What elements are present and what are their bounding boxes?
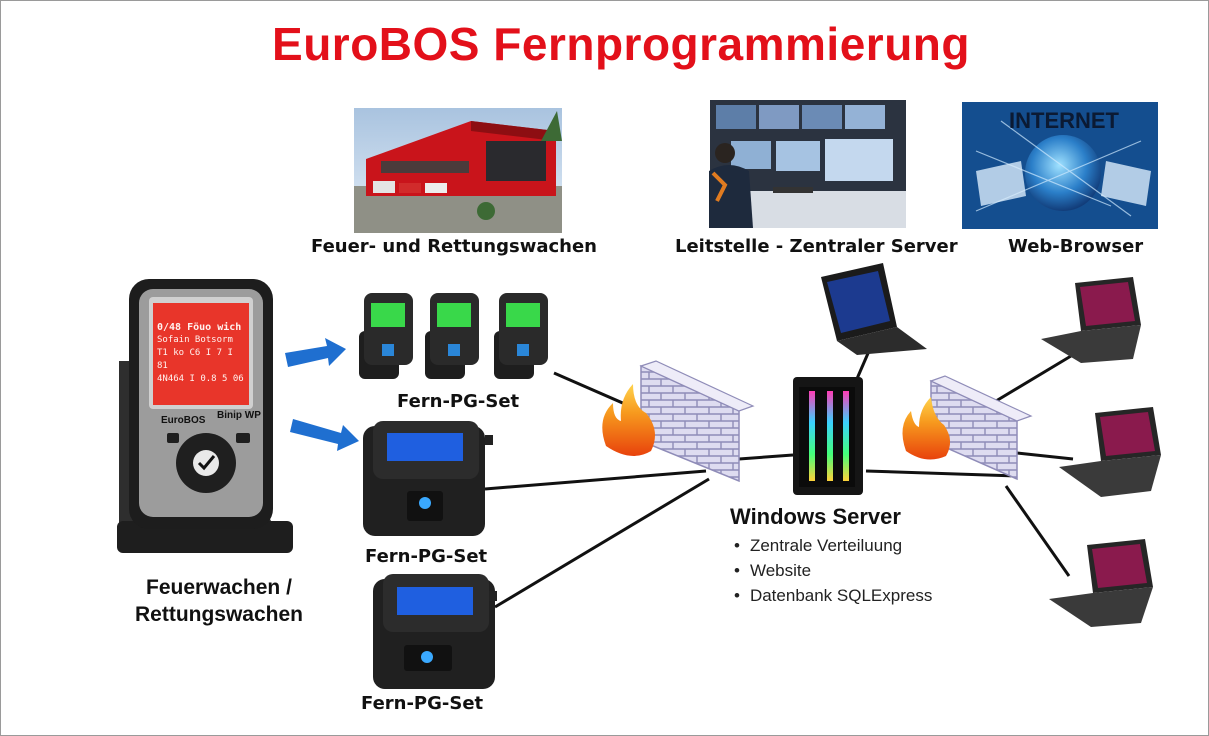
caption-pg-set-2: Fern-PG-Set: [365, 546, 488, 567]
control-room-photo: [709, 100, 906, 228]
diagram-title: EuroBOS Fernprogrammierung: [272, 18, 970, 70]
handheld-device: [129, 279, 273, 529]
handheld-label: Feuerwachen / Rettungswachen: [119, 574, 319, 628]
caption-pg-set-1: Fern-PG-Set: [397, 391, 520, 412]
screen-line: Sofain Botsorm: [157, 335, 233, 345]
server-feature: Website: [734, 558, 932, 583]
pg-device-2: [425, 293, 479, 379]
small-pg-sets: [359, 293, 548, 379]
internet-banner: INTERNET: [1009, 108, 1119, 133]
handheld-label-line1: Feuerwachen /: [146, 576, 292, 599]
caption-pg-set-3: Fern-PG-Set: [361, 693, 484, 714]
link-firewall2-laptop2: [1016, 451, 1074, 461]
fire-station-photo: [354, 108, 562, 233]
network-links: [484, 350, 1074, 609]
arrow-to-pgsets: [285, 338, 346, 367]
link-firewall2-laptop3: [1004, 485, 1071, 577]
firewall-2: [902, 375, 1033, 481]
caption-fire-stations: Feuer- und Rettungswachen: [311, 236, 597, 257]
link-firewall2-laptop1: [990, 354, 1072, 406]
link-firewall-server: [738, 453, 794, 461]
arrow-to-pgset2: [290, 419, 359, 451]
screen-line: 4N464 I 0.8 5 06: [157, 374, 244, 384]
flame-icon: [602, 384, 655, 456]
link-server-laptop: [854, 350, 871, 382]
server-feature: Datenbank SQLExpress: [734, 583, 932, 608]
client-laptop-2: [1059, 407, 1161, 497]
pg-set-desk-device-3: [373, 574, 497, 689]
client-laptop-1: [1041, 277, 1141, 363]
firewall-1: [602, 360, 755, 483]
handheld-model: Binip WP: [217, 410, 261, 421]
link-server-firewall2: [865, 469, 1018, 478]
server-tower: [793, 377, 863, 495]
pg-device-3: [494, 293, 548, 379]
screen-line: T1 ko C6 I 7 I 81: [157, 348, 233, 371]
handheld-label-line2: Rettungswachen: [134, 603, 304, 626]
screen-line: 0/48 Föuo wich: [157, 322, 242, 333]
internet-photo: [962, 102, 1158, 229]
caption-control-center: Leitstelle - Zentraler Server: [675, 236, 958, 257]
server-feature: Zentrale Verteiluung: [734, 533, 932, 558]
flame-icon: [902, 397, 951, 460]
server-feature-list: Zentrale Verteiluung Website Datenbank S…: [734, 533, 932, 608]
flow-arrows: [285, 338, 359, 451]
client-laptop-3: [1049, 539, 1153, 627]
laptop-windows: [821, 263, 927, 355]
link-pgset3-firewall: [494, 477, 710, 609]
pg-set-desk-device-2: [363, 421, 493, 536]
caption-web-browser: Web-Browser: [1008, 236, 1144, 257]
handheld-screen-text: 0/48 Föuo wich Sofain Botsorm T1 ko C6 I…: [157, 321, 249, 386]
handheld-brand: EuroBOS: [161, 415, 206, 426]
pg-device-1: [359, 293, 413, 379]
server-title: Windows Server: [730, 504, 901, 529]
link-pgset2-firewall: [484, 469, 707, 491]
